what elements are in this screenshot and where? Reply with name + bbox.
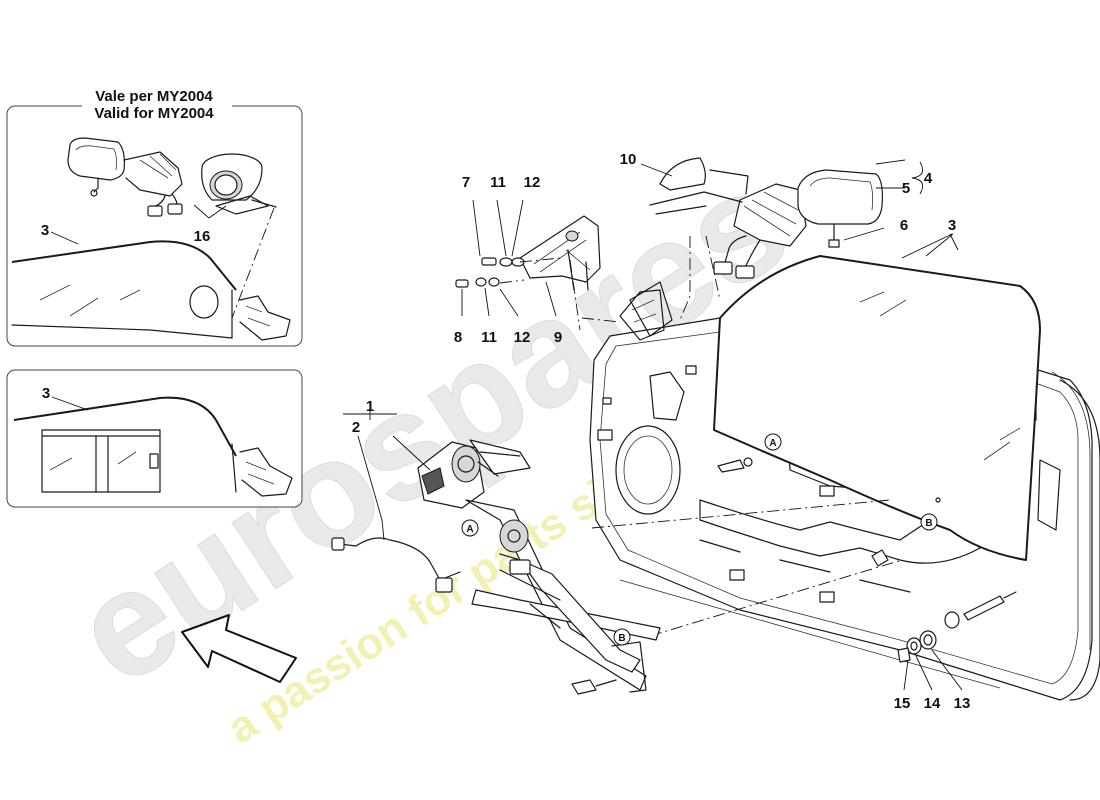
- callout-4: 4: [924, 170, 933, 187]
- callout-15: 15: [894, 695, 911, 712]
- door-glass-icon: [11, 240, 291, 341]
- callout-9: 9: [554, 329, 562, 346]
- callout-13: 13: [954, 695, 971, 712]
- ref-b-door: B: [925, 518, 932, 529]
- door-glass-icon: [13, 396, 293, 497]
- mirror-cover-icon: [201, 153, 277, 215]
- inset2-callout-3: 3: [42, 385, 50, 402]
- inset-callout-3: 3: [41, 222, 49, 239]
- bolt-icon: [717, 457, 889, 567]
- window-regulator-icon: [417, 439, 661, 695]
- mirror-bracket-icon: [619, 289, 665, 341]
- inset-panel-quarter-glass: 3: [6, 369, 303, 508]
- callout-11-upper: 11: [490, 174, 506, 191]
- inset-title-english: Valid for MY2004: [94, 105, 214, 122]
- callout-12-lower: 12: [514, 329, 531, 346]
- callout-1: 1: [366, 398, 374, 415]
- washer-icon: [897, 630, 937, 663]
- callout-11-lower: 11: [481, 329, 497, 346]
- ref-a-door: A: [769, 438, 776, 449]
- callout-5: 5: [902, 180, 910, 197]
- bolt-icon: [481, 257, 525, 267]
- inset-callout-16: 16: [194, 228, 211, 245]
- ref-a-regulator: A: [466, 524, 473, 535]
- mirror-bracket-icon: [519, 215, 601, 331]
- screw-icon: [944, 591, 1017, 629]
- inset-panel-my2004: Vale per MY2004 Valid for MY2004 16: [6, 88, 303, 347]
- regulator-motor-icon: [417, 441, 485, 509]
- inset-title-italian: Vale per MY2004: [95, 88, 213, 105]
- view-direction-arrow-icon: [181, 614, 297, 683]
- door-glass-icon: [713, 255, 1041, 561]
- motor-wire-harness-icon: [331, 537, 461, 593]
- callout-12-upper: 12: [524, 174, 541, 191]
- callout-10: 10: [620, 151, 637, 168]
- callout-3: 3: [948, 217, 956, 234]
- reference-marker: A B A B: [461, 433, 938, 646]
- callout-2: 2: [352, 419, 360, 436]
- screw-icon: [455, 277, 500, 288]
- ref-b-regulator: B: [618, 633, 625, 644]
- callout-8: 8: [454, 329, 462, 346]
- mirror-assembly-icon: [67, 137, 183, 217]
- callout-7: 7: [462, 174, 470, 191]
- callout-6: 6: [900, 217, 908, 234]
- callout-leaders: [343, 159, 963, 691]
- mirror-assembly-icon: [649, 157, 883, 279]
- callout-numbers: 1 2 3 4 5 6 7 8 9 10 11 11 12 12 13 14 1…: [352, 151, 971, 712]
- callout-14: 14: [924, 695, 941, 712]
